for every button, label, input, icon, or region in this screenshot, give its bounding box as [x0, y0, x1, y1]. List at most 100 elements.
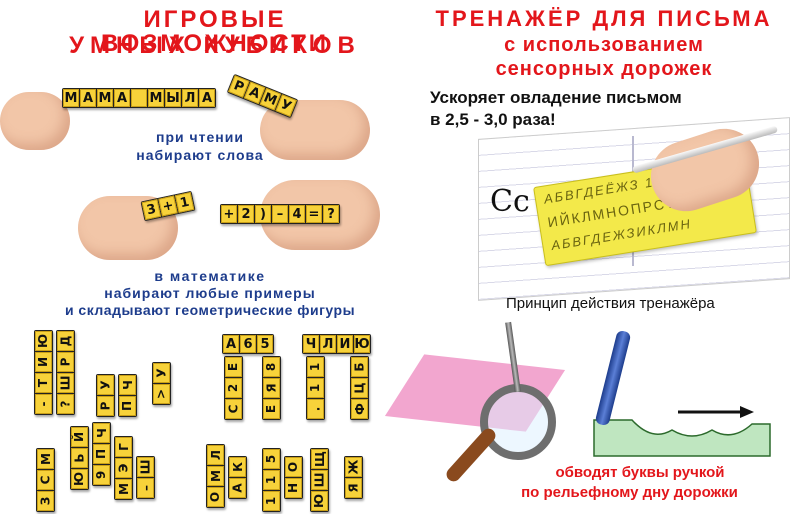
cube: 5 [257, 335, 273, 353]
cube: А [229, 478, 246, 498]
cube: Ф [351, 399, 368, 419]
cube: - [35, 394, 52, 414]
cube: Ч [303, 335, 319, 353]
cube: П [119, 396, 136, 416]
pyramid-column-11: Ж Я [344, 456, 363, 499]
cube: И [337, 335, 353, 353]
right-title-line3: сенсорных дорожек [495, 58, 713, 80]
track-relief [593, 419, 771, 457]
cube: Л [207, 445, 224, 465]
cube: 4 [289, 205, 305, 223]
cube: 9 [93, 465, 110, 485]
cube: 1 [174, 191, 195, 213]
cube: 5 [263, 449, 280, 469]
cube: – [137, 478, 154, 498]
cube: + [221, 205, 237, 223]
pyramid-column-6: Л М О [206, 444, 225, 508]
cube: Щ [311, 449, 328, 469]
left-hand-reading [0, 92, 70, 150]
cube: Я [345, 478, 362, 498]
cube-column-small1: У Р [96, 374, 115, 417]
cube: И [35, 352, 52, 372]
word-stick-mama-myla: М А М А М Ы Л А [62, 88, 216, 108]
cube: Ш [57, 373, 74, 393]
cube: А [223, 335, 239, 353]
cube-column-a: Ю И Т - [34, 330, 53, 415]
cube: Ш [311, 470, 328, 490]
cube: Ы [165, 89, 181, 107]
track-cross-section [593, 419, 771, 457]
pyramid-column-7: К А [228, 456, 247, 499]
right-title-line2: с использованием [504, 34, 704, 56]
math-caption-line3: и складывают геометрические фигуры [64, 302, 356, 318]
cube: Д [57, 331, 74, 351]
cube-row-a65: А 6 5 [222, 334, 274, 354]
cube: М [207, 466, 224, 486]
cube: С [225, 399, 242, 419]
cube: 6 [240, 335, 256, 353]
cube: Р [57, 352, 74, 372]
cube: М [115, 479, 132, 499]
cube: Т [35, 373, 52, 393]
reading-caption-line1: при чтении [156, 129, 244, 145]
cube: П [93, 444, 110, 464]
cube: Е [225, 357, 242, 377]
cube: ) [255, 205, 271, 223]
cube: Ч [93, 423, 110, 443]
copybook-letters: Cc [490, 184, 530, 219]
cube: А [80, 89, 96, 107]
pyramid-column-4: Г Э М [114, 436, 133, 500]
pyramid-column-3: Ч П 9 [92, 422, 111, 486]
word-stick-ramu: Р А М У [226, 73, 299, 119]
cube: Ю [35, 331, 52, 351]
cube: У [153, 363, 170, 383]
cube: Ж [345, 457, 362, 477]
pyramid-column-5: Ш – [136, 456, 155, 499]
cube: – [272, 205, 288, 223]
cube-column-b: Д Р Ш ? [56, 330, 75, 415]
math-caption-line2: набирают любые примеры [104, 285, 316, 301]
cube: 2 [238, 205, 254, 223]
cube: Н [285, 478, 302, 498]
cube-column-small2: Ч П [118, 374, 137, 417]
principle-caption: Принцип действия тренажёра [506, 295, 715, 312]
cube: О [285, 457, 302, 477]
left-title-line2: УМНЫХ КУБИКОВ [69, 32, 361, 59]
cube-column-8ya: 8 Я Е [262, 356, 281, 420]
trace-caption-line1: обводят буквы ручкой [555, 464, 725, 481]
cube: Ь [71, 448, 88, 468]
left-title-line1: ИГРОВЫЕ ВОЗМОЖНОСТИ [100, 6, 330, 57]
cube-column-11: 1 1 . [306, 356, 325, 420]
speed-line2: в 2,5 - 3,0 раза! [430, 110, 556, 129]
pyramid-column-2: Й Ь Ю [70, 426, 89, 490]
cube: Й [71, 427, 88, 447]
speed-line1: Ускоряет овладение письмом [430, 88, 682, 107]
reading-caption-line2: набирают слова [136, 147, 264, 163]
cube: А [114, 89, 130, 107]
cube: ? [323, 205, 339, 223]
cube: 1 [307, 378, 324, 398]
cube-column-small3: У > [152, 362, 171, 405]
cube [131, 89, 147, 107]
math-stick-equation: + 2 ) – 4 = ? [220, 204, 340, 224]
cube: Э [115, 458, 132, 478]
cube: Е [263, 399, 280, 419]
cube: Л [320, 335, 336, 353]
cube: Ю [71, 469, 88, 489]
pyramid-column-10: Щ Ш Ю [310, 448, 329, 512]
cube: Ю [354, 335, 370, 353]
cube-column-btsf: Б Ц Ф [350, 356, 369, 420]
cube: У [97, 375, 114, 395]
trace-caption-line2: по рельефному дну дорожки [521, 484, 738, 501]
cube: С [37, 470, 54, 490]
magnifier-icon [480, 384, 556, 460]
pyramid-column-1: М С З [36, 448, 55, 512]
cube: Ч [119, 375, 136, 395]
cube: М [37, 449, 54, 469]
cube-column-e2c: Е 2 С [224, 356, 243, 420]
cube: О [207, 487, 224, 507]
cube: Л [182, 89, 198, 107]
pyramid-column-9: О Н [284, 456, 303, 499]
arrow-right-icon [678, 406, 754, 418]
cube: Я [263, 378, 280, 398]
